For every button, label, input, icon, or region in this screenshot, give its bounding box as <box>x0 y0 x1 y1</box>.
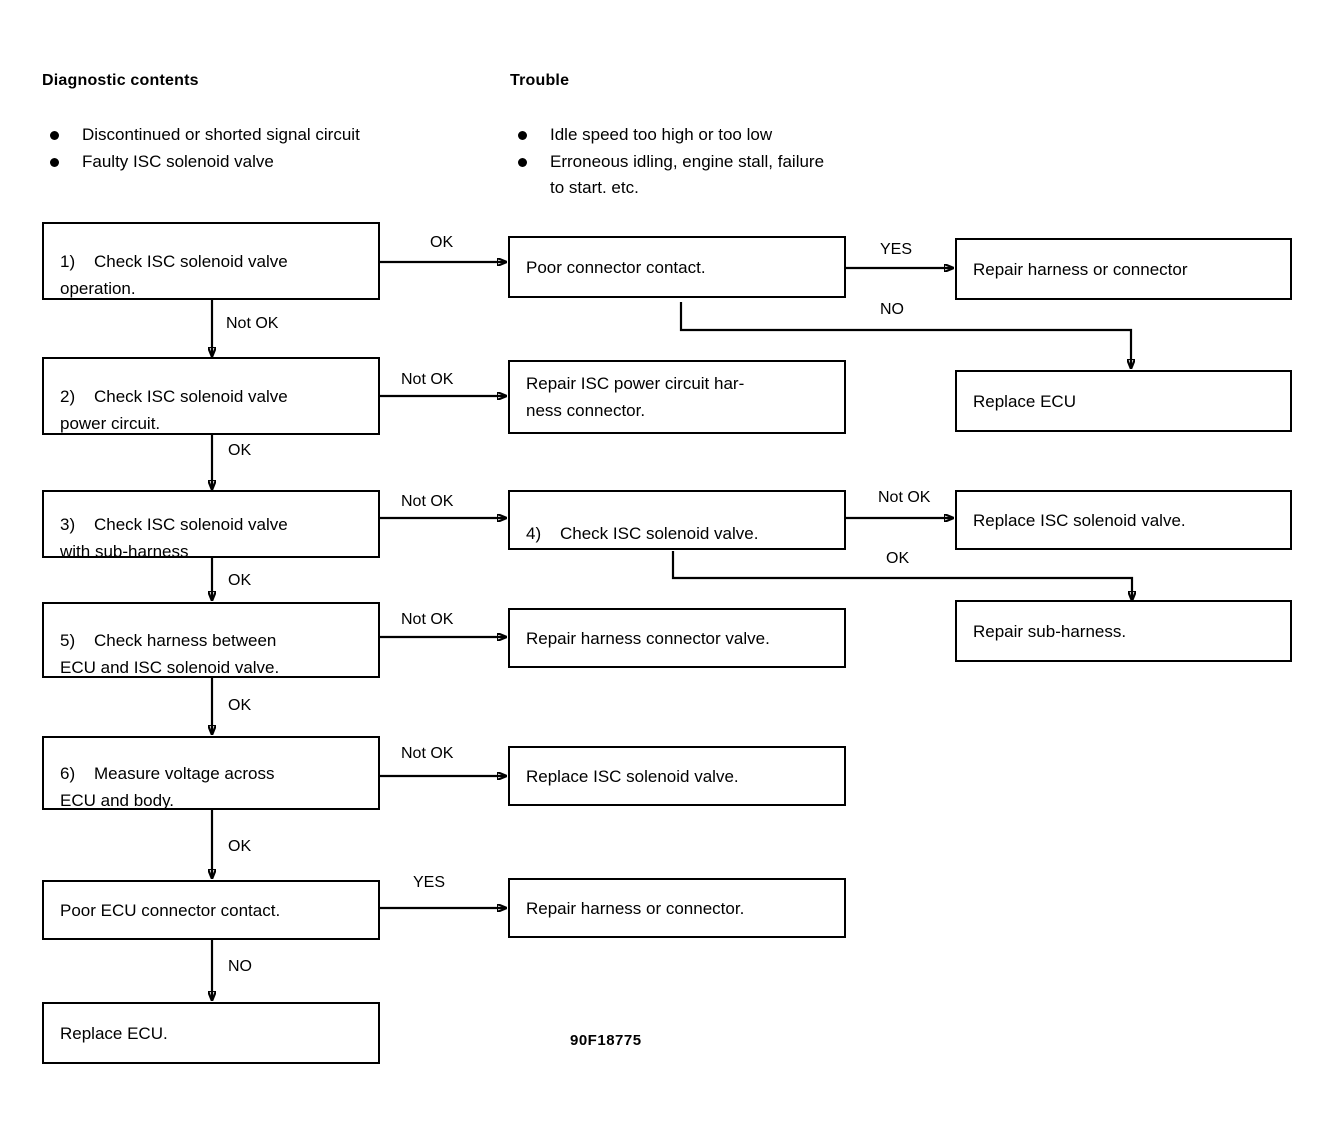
box-replace-ecu-1-text: Replace ECU <box>973 391 1076 411</box>
box-step-1-label: Check ISC solenoid valve operation. <box>60 251 288 298</box>
edge-label-yes-1: YES <box>880 241 913 258</box>
box-step-3-text: 3)Check ISC solenoid valve with sub-harn… <box>44 484 378 565</box>
box-step-5-label: Check harness between ECU and ISC soleno… <box>60 630 280 677</box>
box-step-3[interactable]: 3)Check ISC solenoid valve with sub-harn… <box>42 490 380 561</box>
box-replace-ecu-1[interactable]: Replace ECU <box>955 370 1292 432</box>
box-step-6[interactable]: 6)Measure voltage across ECU and body. <box>42 736 380 810</box>
box-replace-ecu-final-text: Replace ECU. <box>60 1023 168 1043</box>
box-poor-ecu-connector-contact[interactable]: Poor ECU connector contact. <box>42 880 380 940</box>
edge-label-no-2: NO <box>228 958 252 975</box>
edge-label-4-ok: OK <box>886 550 910 567</box>
column-heading-diagnostic-contents: Diagnostic contents <box>42 72 199 89</box>
box-step-3-number: 3) <box>60 514 76 534</box>
edge-label-yes-2: YES <box>413 874 446 891</box>
list-item: Idle speed too high or too low <box>512 122 842 148</box>
edge-label-6-ok: OK <box>228 838 252 855</box>
bullet-dot-icon <box>50 158 59 167</box>
diagnostic-contents-list: Discontinued or shorted signal circuit F… <box>44 122 374 176</box>
edge-label-4-not-ok: Not OK <box>878 489 931 506</box>
box-step-3-label: Check ISC solenoid valve with sub-harnes… <box>60 514 288 561</box>
box-repair-sub-harness[interactable]: Repair sub-harness. <box>955 600 1292 662</box>
box-repair-harness-connector-valve-text: Repair harness connector valve. <box>526 628 770 648</box>
box-step-6-number: 6) <box>60 763 76 783</box>
box-repair-sub-harness-text: Repair sub-harness. <box>973 621 1127 641</box>
figure-code: 90F18775 <box>570 1032 642 1049</box>
box-replace-isc-solenoid-valve-1[interactable]: Replace ISC solenoid valve. <box>955 490 1292 550</box>
list-item-label: Erroneous idling, engine stall, failure … <box>550 152 825 197</box>
box-step-4-number: 4) <box>526 524 542 543</box>
box-replace-isc-solenoid-valve-2[interactable]: Replace ISC solenoid valve. <box>508 746 846 806</box>
box-poor-connector-contact[interactable]: Poor connector contact. <box>508 236 846 298</box>
edge-label-6-not-ok: Not OK <box>401 745 454 762</box>
box-step-6-label: Measure voltage across ECU and body. <box>60 763 275 810</box>
box-step-2-text: 2)Check ISC solenoid valve power circuit… <box>44 356 378 437</box>
box-poor-ecu-connector-contact-text: Poor ECU connector contact. <box>60 900 281 920</box>
edge-label-5-not-ok: Not OK <box>401 611 454 628</box>
box-replace-isc-solenoid-valve-2-text: Replace ISC solenoid valve. <box>526 766 739 786</box>
box-replace-ecu-final[interactable]: Replace ECU. <box>42 1002 380 1064</box>
box-repair-isc-power-circuit[interactable]: Repair ISC power circuit har- ness conne… <box>508 360 846 434</box>
box-repair-harness-or-connector-2-text: Repair harness or connector. <box>526 898 745 918</box>
bullet-dot-icon <box>518 158 527 167</box>
trouble-list: Idle speed too high or too low Erroneous… <box>512 122 842 202</box>
list-item-label: Discontinued or shorted signal circuit <box>82 125 360 144</box>
box-step-5-text: 5)Check harness between ECU and ISC sole… <box>44 600 378 681</box>
box-step-1-number: 1) <box>60 251 76 271</box>
box-step-4[interactable]: 4) Check ISC solenoid valve. <box>508 490 846 550</box>
list-item: Faulty ISC solenoid valve <box>44 149 374 175</box>
box-repair-harness-or-connector-2[interactable]: Repair harness or connector. <box>508 878 846 938</box>
box-repair-isc-power-circuit-text: Repair ISC power circuit har- ness conne… <box>526 374 745 420</box>
column-heading-trouble: Trouble <box>510 72 570 89</box>
box-replace-isc-solenoid-valve-1-text: Replace ISC solenoid valve. <box>973 510 1186 530</box>
list-item-label: Faulty ISC solenoid valve <box>82 152 274 171</box>
edge-label-1-not-ok: Not OK <box>226 315 279 332</box>
edge-label-5-ok: OK <box>228 697 252 714</box>
edge-label-3-not-ok: Not OK <box>401 493 454 510</box>
bullet-dot-icon <box>50 131 59 140</box>
list-item: Discontinued or shorted signal circuit <box>44 122 374 148</box>
box-step-2[interactable]: 2)Check ISC solenoid valve power circuit… <box>42 357 380 435</box>
edge-label-3-ok: OK <box>228 572 252 589</box>
box-step-4-text: 4) Check ISC solenoid valve. <box>510 493 844 547</box>
box-repair-harness-or-connector-1[interactable]: Repair harness or connector <box>955 238 1292 300</box>
bullet-dot-icon <box>518 131 527 140</box>
box-step-6-text: 6)Measure voltage across ECU and body. <box>44 733 378 814</box>
box-repair-harness-or-connector-1-text: Repair harness or connector <box>973 259 1188 279</box>
box-repair-harness-connector-valve[interactable]: Repair harness connector valve. <box>508 608 846 668</box>
list-item: Erroneous idling, engine stall, failure … <box>512 149 842 201</box>
edge-label-1-ok: OK <box>430 234 454 251</box>
box-step-1[interactable]: 1)Check ISC solenoid valve operation. <box>42 222 380 300</box>
edge-label-no-1: NO <box>880 301 904 318</box>
edge-label-2-not-ok: Not OK <box>401 371 454 388</box>
list-item-label: Idle speed too high or too low <box>550 125 773 144</box>
edge-label-2-ok: OK <box>228 442 252 459</box>
box-poor-connector-contact-text: Poor connector contact. <box>526 257 706 277</box>
box-step-2-number: 2) <box>60 386 76 406</box>
box-step-5[interactable]: 5)Check harness between ECU and ISC sole… <box>42 602 380 678</box>
box-step-2-label: Check ISC solenoid valve power circuit. <box>60 386 288 433</box>
box-step-5-number: 5) <box>60 630 76 650</box>
box-step-1-text: 1)Check ISC solenoid valve operation. <box>44 221 378 302</box>
box-step-4-label: Check ISC solenoid valve. <box>560 524 759 543</box>
